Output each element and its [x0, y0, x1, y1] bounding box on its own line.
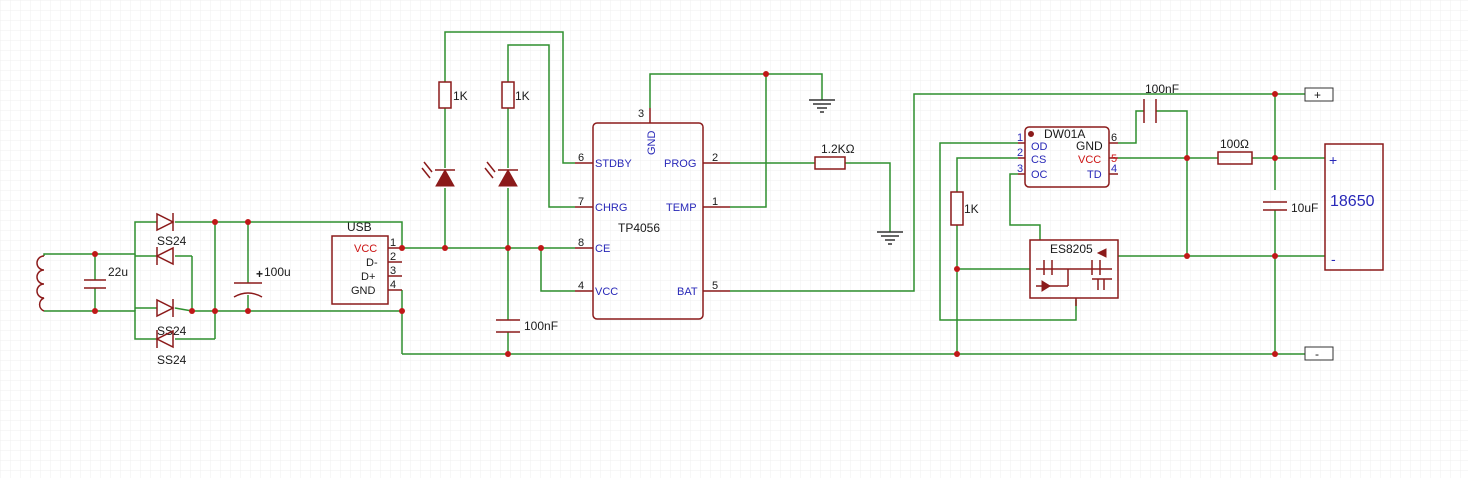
- c100nf-a-label: 100nF: [524, 319, 558, 333]
- led-charge: [484, 161, 518, 187]
- dw-pin4: 4: [1111, 163, 1117, 175]
- dw-pin5: 5: [1111, 153, 1117, 165]
- battery-minus: -: [1331, 251, 1336, 267]
- r1k-b-label: 1K: [515, 89, 530, 103]
- pin-ce: CE: [595, 243, 610, 255]
- tp-pin5: 5: [712, 280, 718, 292]
- usb-pin4: 4: [390, 279, 396, 291]
- term-minus-label: -: [1315, 347, 1319, 361]
- es8205-label: ES8205: [1050, 242, 1093, 256]
- tp-pin2: 2: [712, 152, 718, 164]
- pin-stdby: STDBY: [595, 158, 632, 170]
- c10uf-label: 10uF: [1291, 201, 1318, 215]
- term-plus-label: +: [1314, 88, 1321, 102]
- dw-pin2: 2: [1017, 147, 1023, 159]
- c100nf-b-label: 100nF: [1145, 82, 1179, 96]
- plus-sign: +: [256, 267, 263, 281]
- r100-label: 100Ω: [1220, 137, 1249, 151]
- dw-pin6: 6: [1111, 132, 1117, 144]
- pin-bat: BAT: [677, 286, 698, 298]
- battery-label: 18650: [1330, 193, 1375, 210]
- usb-dm-pin: D-: [366, 257, 378, 269]
- d3-label: SS24: [157, 353, 187, 367]
- pin-od: OD: [1031, 141, 1048, 153]
- c22-label: 22u: [108, 265, 128, 279]
- terminal-minus: -: [1304, 346, 1334, 361]
- diode-d-mid: [155, 246, 174, 266]
- diode-d3: SS24: [155, 329, 187, 367]
- pin-gnd: GND: [646, 131, 658, 156]
- pin-vcc: VCC: [595, 286, 618, 298]
- resistor-1k-a: 1K: [438, 81, 468, 109]
- dw01a-label: DW01A: [1044, 127, 1085, 141]
- battery-plus: +: [1329, 152, 1337, 168]
- tp-pin4: 4: [578, 280, 584, 292]
- r12k-label: 1.2KΩ: [821, 142, 855, 156]
- pin-td: TD: [1087, 169, 1102, 181]
- tp-pin7: 7: [578, 196, 584, 208]
- capacitor-10uf: 10uF: [1263, 201, 1318, 215]
- pin-dw-gnd: GND: [1076, 139, 1103, 153]
- tp4056-label: TP4056: [618, 221, 660, 235]
- capacitor-100nf-b: 100nF: [1143, 82, 1179, 123]
- resistor-1k-c: 1K: [950, 191, 979, 226]
- usb-pin1: 1: [390, 237, 396, 249]
- led-standby: [421, 161, 455, 187]
- tp4056-chip: TP4056 6 7 8 4 2 1 5 3 STDBY CHRG CE VCC…: [575, 108, 730, 320]
- capacitor-100nf-a: 100nF: [496, 319, 558, 333]
- capacitor-22u: 22u: [84, 265, 128, 289]
- tp-pin8: 8: [578, 237, 584, 249]
- usb-pin3: 3: [390, 265, 396, 277]
- pin-dw-vcc: VCC: [1078, 154, 1101, 166]
- tp-pin1: 1: [712, 196, 718, 208]
- capacitor-100u: + 100u: [233, 265, 291, 298]
- inductor-coil: [36, 255, 45, 312]
- r1k-c-label: 1K: [964, 202, 979, 216]
- ground-symbol-top: [809, 99, 835, 113]
- pin-cs: CS: [1031, 154, 1046, 166]
- ground-symbol-prog: [877, 231, 903, 245]
- diode-d1: SS24: [156, 212, 187, 248]
- tp-pin6: 6: [578, 152, 584, 164]
- usb-connector: USB VCC D- D+ GND 1 2 3 4: [331, 220, 402, 305]
- resistor-1k-b: 1K: [501, 81, 530, 109]
- resistor-100-ohm: 100Ω: [1217, 137, 1253, 165]
- usb-dp-pin: D+: [361, 271, 375, 283]
- pin-prog: PROG: [664, 158, 696, 170]
- usb-pin2: 2: [390, 251, 396, 263]
- r1k-a-label: 1K: [453, 89, 468, 103]
- pin-oc: OC: [1031, 169, 1048, 181]
- c100u-label: 100u: [264, 265, 291, 279]
- resistor-1-2k: 1.2KΩ: [814, 142, 855, 170]
- usb-gnd-pin: GND: [351, 285, 376, 297]
- pin-temp: TEMP: [666, 202, 697, 214]
- dw-pin3: 3: [1017, 163, 1023, 175]
- wires: [43, 31, 1325, 355]
- tp-pin3: 3: [638, 108, 644, 120]
- d1-label: SS24: [157, 234, 187, 248]
- es8205-mosfet: ES8205: [1029, 239, 1119, 306]
- junction-dots: [92, 71, 1278, 357]
- usb-label: USB: [347, 220, 372, 234]
- battery-18650: 18650 + -: [1324, 143, 1384, 271]
- pin-chrg: CHRG: [595, 202, 627, 214]
- terminal-plus: +: [1304, 87, 1334, 102]
- dw-pin1: 1: [1017, 132, 1023, 144]
- dw01a-chip: DW01A 1 2 3 6 5 4 OD CS OC GND VCC TD: [1017, 126, 1118, 188]
- usb-vcc-pin: VCC: [354, 243, 377, 255]
